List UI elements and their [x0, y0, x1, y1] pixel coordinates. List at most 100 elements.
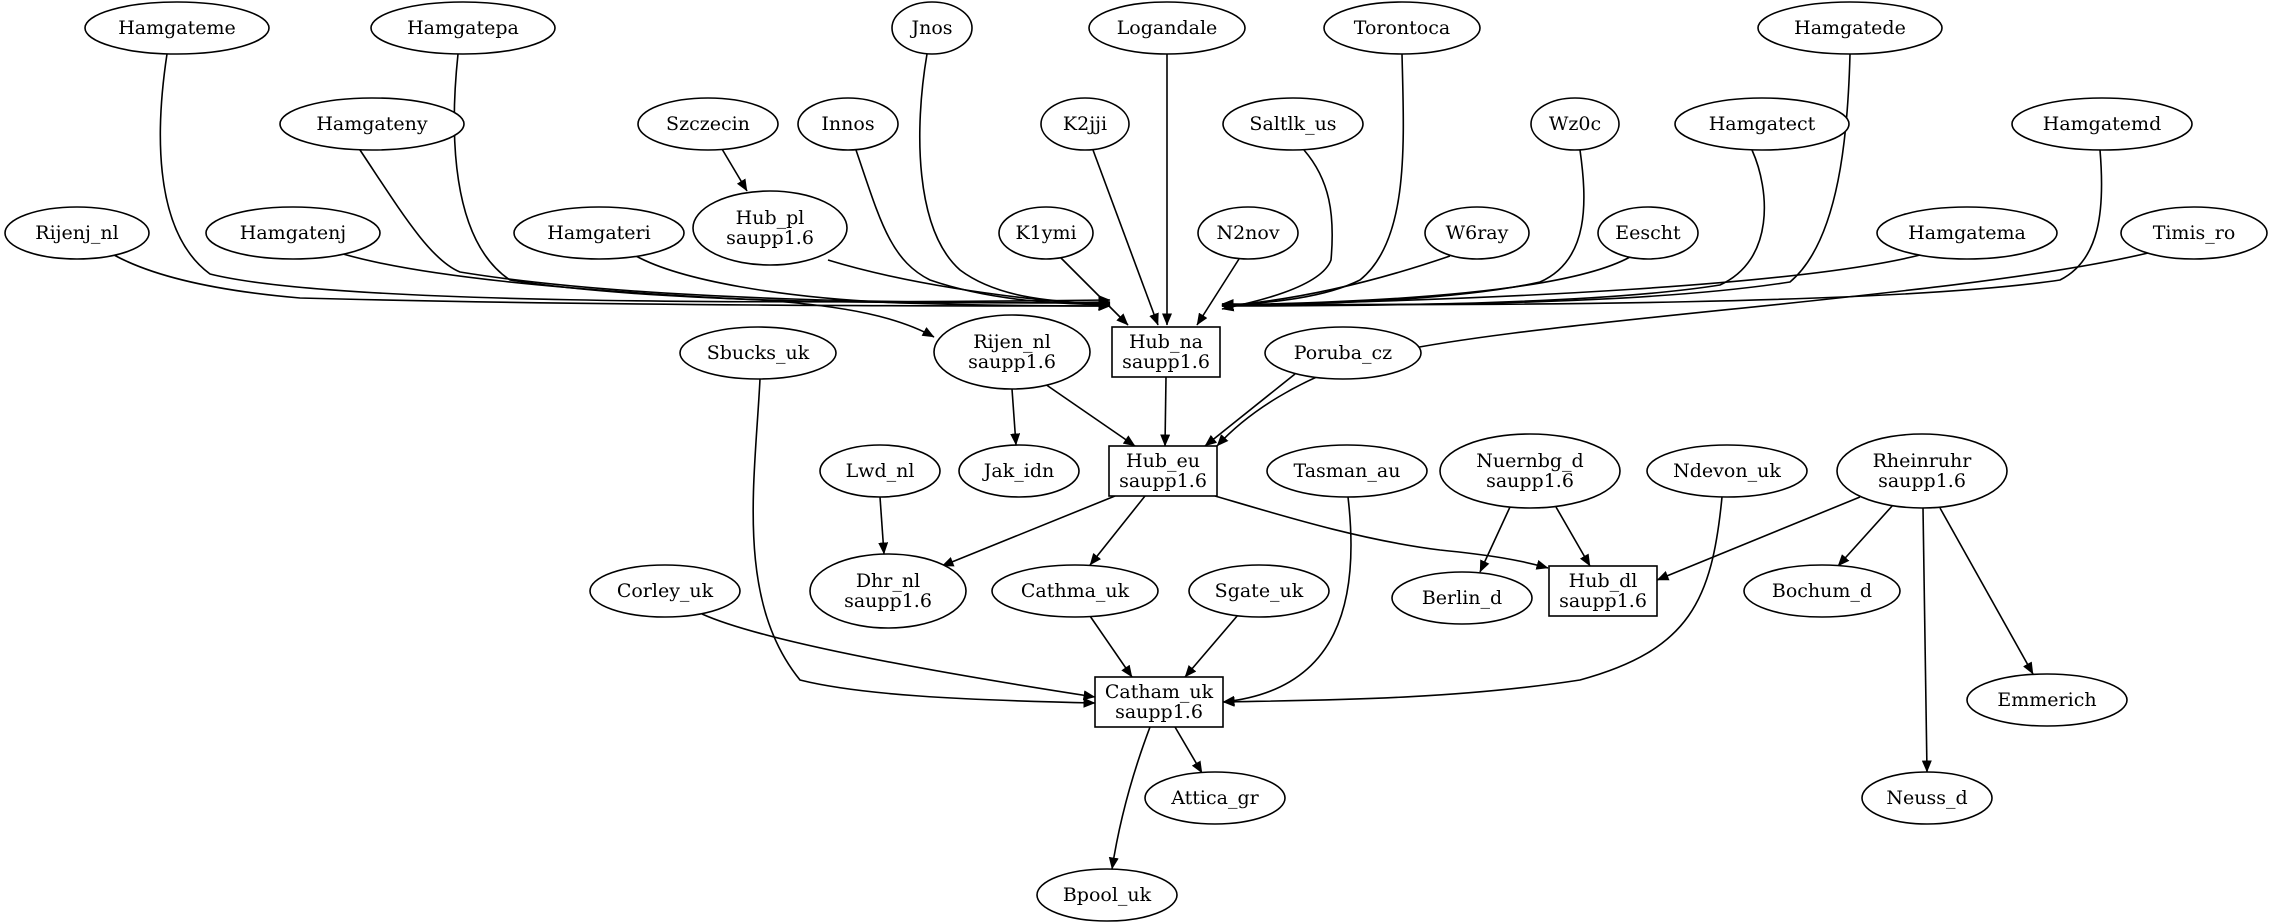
node-label: K2jji [1063, 113, 1107, 135]
node-ellipse [933, 314, 1091, 390]
node-ellipse [1861, 771, 1993, 825]
edge-hub_na-to-hub_eu [1160, 376, 1171, 447]
node-sublabel: saupp1.6 [844, 590, 932, 612]
node-label: Hamgatemd [2043, 113, 2161, 135]
node-ellipse [1646, 444, 1808, 498]
node-ellipse [1391, 571, 1533, 625]
node-ellipse [1088, 1, 1246, 55]
node-ellipse [692, 190, 848, 266]
node-ellipse [1597, 206, 1699, 260]
node-ellipse [797, 97, 899, 151]
node-ellipse [2120, 206, 2268, 260]
node-sbucks_uk: Sbucks_uk [679, 326, 837, 380]
node-cathma_uk: Cathma_uk [991, 564, 1159, 618]
node-label: Jak_idn [982, 460, 1054, 482]
node-label: Neuss_d [1886, 787, 1967, 809]
node-bpool_uk: Bpool_uk [1036, 868, 1178, 922]
edge-timis_ro-to-hub_eu [1216, 252, 2149, 447]
node-label: Sgate_uk [1215, 580, 1304, 602]
node-ellipse [1757, 1, 1943, 55]
node-sublabel: saupp1.6 [968, 351, 1056, 373]
edge-rheinruhr-to-bochum_d [1837, 504, 1894, 567]
node-label: Bpool_uk [1063, 884, 1152, 906]
node-label: Hub_pl [736, 207, 805, 229]
node-ndevon_uk: Ndevon_uk [1646, 444, 1808, 498]
edge-innos-to-hub_na [855, 149, 1111, 310]
node-label: Hamgatema [1908, 222, 2026, 244]
node-ellipse [1530, 97, 1620, 151]
node-label: Hamgateny [316, 113, 428, 135]
edge-nuernbg_d-to-hub_dl [1555, 506, 1591, 567]
node-ellipse [1836, 433, 2008, 509]
node-label: Logandale [1117, 17, 1218, 39]
node-tasman_au: Tasman_au [1266, 444, 1428, 498]
node-box [1548, 565, 1658, 617]
edge-hamgatepa-to-hub_na [453, 53, 1111, 308]
node-label: Dhr_nl [856, 570, 920, 592]
node-ellipse [1197, 206, 1299, 260]
node-logandale: Logandale [1088, 1, 1246, 55]
node-hamgateri: Hamgateri [513, 206, 685, 260]
edge-rheinruhr-to-hub_dl [1656, 496, 1861, 581]
edge-torontoca-to-hub_na [1221, 53, 1405, 311]
node-ellipse [1743, 564, 1901, 618]
node-label: Hamgateme [118, 17, 236, 39]
edge-nuernbg_d-to-berlin_d [1479, 506, 1511, 573]
edge-hamgatenj-to-rijen_nl [342, 253, 935, 338]
node-sgate_uk: Sgate_uk [1188, 564, 1330, 618]
node-ellipse [370, 1, 556, 55]
edge-jnos-to-hub_na [919, 53, 1111, 309]
node-ellipse [513, 206, 685, 260]
edge-rheinruhr-to-neuss_d [1921, 507, 1932, 773]
node-hamgatect: Hamgatect [1674, 97, 1850, 151]
node-label: Ndevon_uk [1673, 460, 1781, 482]
node-k2jji: K2jji [1040, 97, 1130, 151]
node-label: N2nov [1216, 222, 1279, 244]
edge-catham_uk-to-bpool_uk [1108, 726, 1151, 870]
node-sublabel: saupp1.6 [1119, 470, 1207, 492]
node-label: Hub_eu [1126, 450, 1200, 472]
node-ellipse [1036, 868, 1178, 922]
node-ellipse [84, 1, 270, 55]
edge-rheinruhr-to-emmerich [1939, 507, 2034, 675]
edge-hamgatede-to-hub_na [1221, 53, 1851, 310]
node-label: Emmerich [1997, 689, 2096, 711]
edges-layer [113, 53, 2149, 870]
edge-k1ymi-to-hub_na [1059, 256, 1129, 326]
node-label: Nuernbg_d [1476, 450, 1583, 472]
node-label: Saltlk_us [1249, 113, 1336, 135]
node-box [1111, 326, 1221, 378]
node-innos: Innos [797, 97, 899, 151]
node-sublabel: saupp1.6 [1486, 470, 1574, 492]
edge-sgate_uk-to-catham_uk [1184, 614, 1239, 678]
node-label: Jnos [909, 17, 952, 39]
node-box [1108, 445, 1218, 497]
edge-corley_uk-to-catham_uk [701, 613, 1096, 701]
edge-hub_eu-to-cathma_uk [1089, 495, 1146, 566]
node-label: Attica_gr [1170, 787, 1259, 809]
node-label: Corley_uk [617, 580, 714, 602]
node-hamgateme: Hamgateme [84, 1, 270, 55]
node-hamgateny: Hamgateny [279, 97, 465, 151]
node-jnos: Jnos [891, 1, 973, 55]
node-ellipse [679, 326, 837, 380]
node-label: Szczecin [666, 113, 750, 135]
node-sublabel: saupp1.6 [1878, 470, 1966, 492]
node-ellipse [1040, 97, 1130, 151]
node-ellipse [637, 97, 779, 151]
edge-poruba_cz-to-hub_eu [1204, 373, 1296, 447]
node-label: Timis_ro [2153, 222, 2236, 244]
edge-catham_uk-to-attica_gr [1174, 726, 1203, 774]
edge-hamgatemd-to-hub_na [1221, 149, 2103, 310]
node-ellipse [819, 444, 941, 498]
edge-hub_eu-to-dhr_nl [941, 495, 1116, 567]
node-label: Torontoca [1354, 17, 1450, 39]
node-rijenj_nl: Rijenj_nl [4, 206, 150, 260]
node-label: Hamgatede [1794, 17, 1906, 39]
